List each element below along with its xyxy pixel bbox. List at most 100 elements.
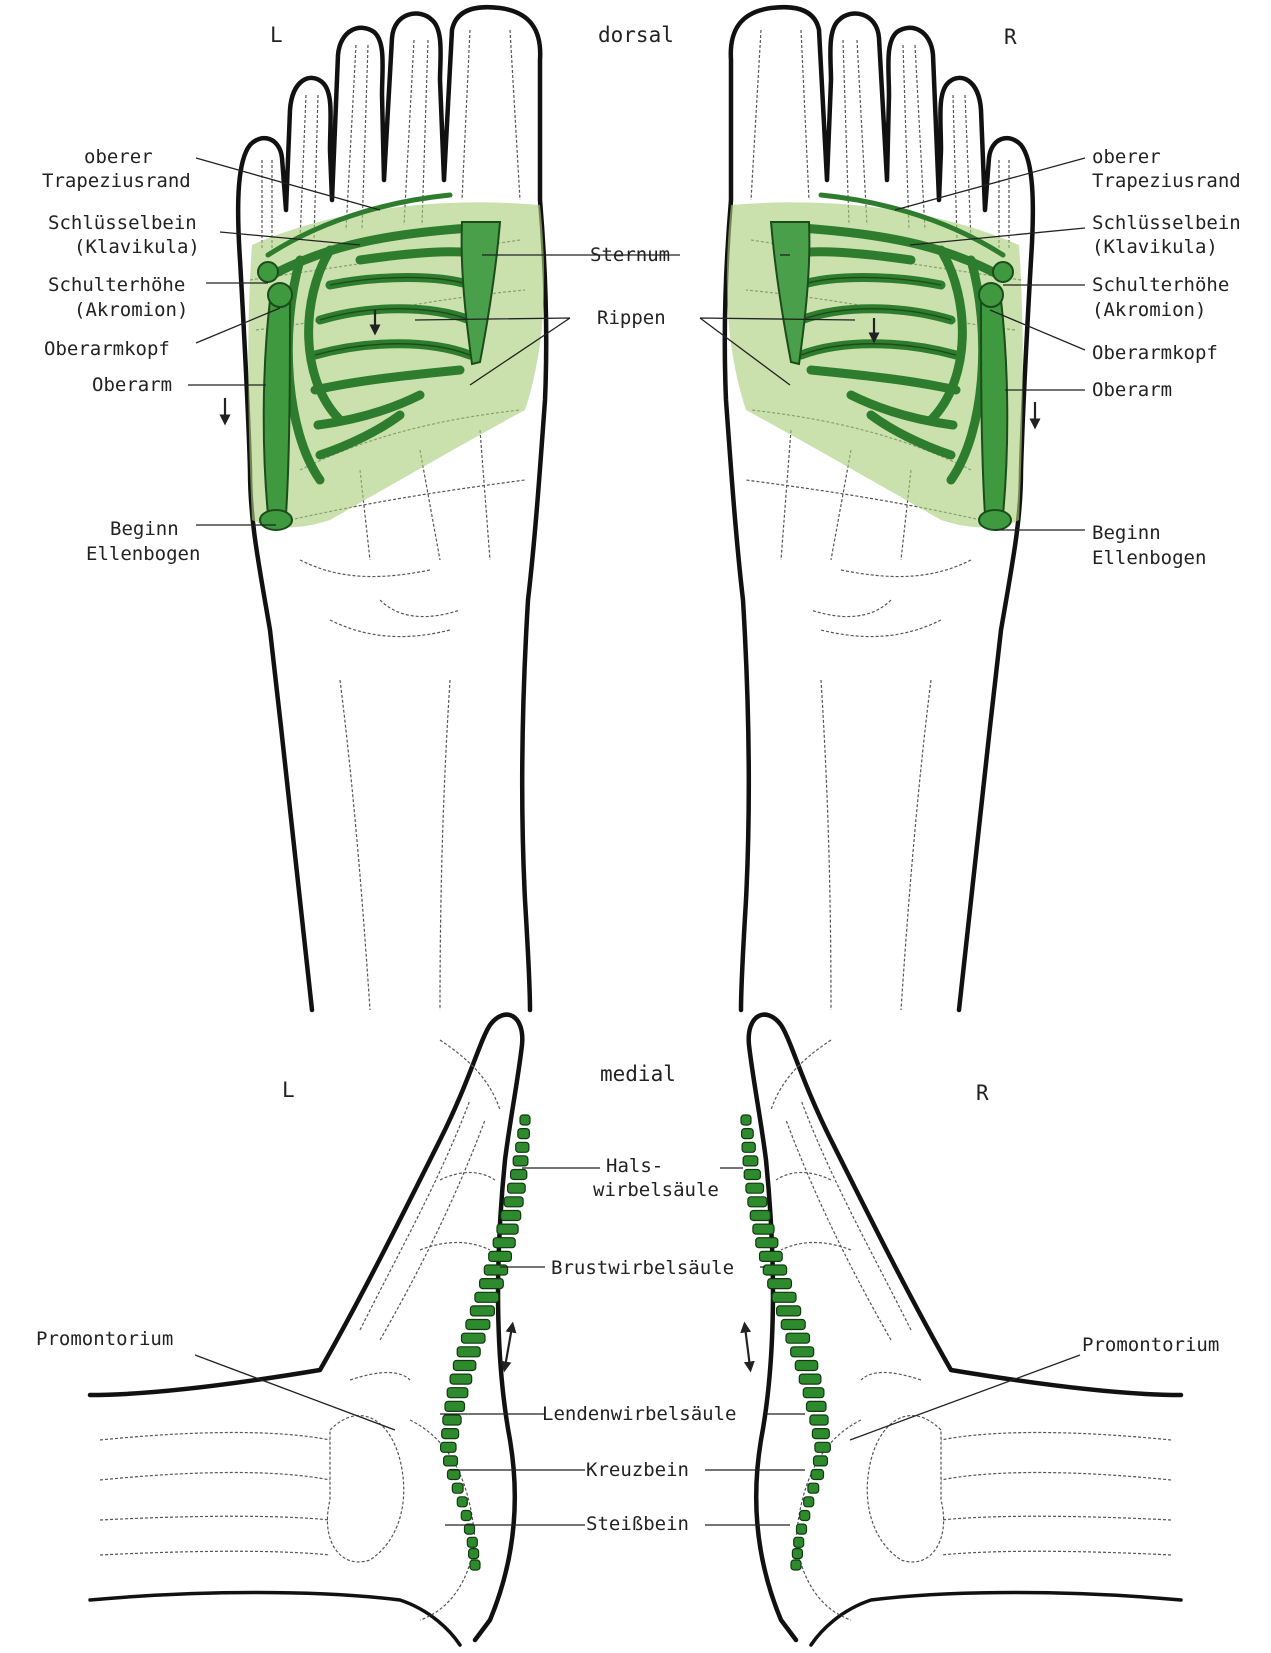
vertebra (457, 1497, 467, 1507)
vertebra (741, 1115, 751, 1125)
vertebra (520, 1115, 530, 1125)
label-klavikula-left: (Klavikula) (74, 236, 200, 258)
vertebra (815, 1442, 830, 1452)
vertebra (795, 1361, 817, 1371)
vertebra (447, 1388, 468, 1398)
label-oberarmkopf-right: Oberarmkopf (1092, 342, 1218, 364)
vertebra (797, 1524, 807, 1534)
vertebra (746, 1183, 764, 1193)
vertebra (812, 1429, 829, 1439)
label-lendenwirbelsaeule: Lendenwirbelsäule (542, 1403, 736, 1425)
dorsal-left-foot (238, 7, 546, 1010)
double-arrow-icon (745, 1327, 750, 1367)
vertebra (448, 1470, 460, 1480)
vertebra (518, 1129, 530, 1139)
vertebra (441, 1442, 456, 1452)
vertebra (504, 1197, 523, 1207)
label-oberer-left: oberer (84, 146, 153, 168)
vertebra (748, 1197, 767, 1207)
label-sternum: Sternum (590, 244, 670, 266)
label-rippen: Rippen (597, 307, 666, 329)
vertebra (804, 1497, 814, 1507)
vertebra (807, 1401, 827, 1411)
vertebra (803, 1388, 824, 1398)
side-label-left-dorsal: L (270, 23, 283, 47)
vertebra (489, 1251, 512, 1261)
label-akromion-right: (Akromion) (1092, 299, 1206, 321)
vertebra (791, 1560, 801, 1570)
vertebra (475, 1292, 499, 1302)
vertebra (763, 1265, 786, 1275)
vertebra (497, 1224, 518, 1234)
label-halswirbelsaeule: wirbelsäule (593, 1179, 719, 1201)
vertebra (493, 1238, 515, 1248)
vertebra (513, 1156, 528, 1166)
vertebra (753, 1224, 774, 1234)
vertebra (756, 1238, 778, 1248)
heading-medial: medial (600, 1062, 676, 1086)
label-oberer-right: oberer (1092, 146, 1161, 168)
vertebra (467, 1537, 477, 1547)
vertebra (777, 1306, 801, 1316)
vertebra (466, 1320, 490, 1330)
label-brustwirbelsaeule: Brustwirbelsäule (551, 1257, 734, 1279)
label-oberarmkopf-left: Oberarmkopf (44, 338, 170, 360)
label-promontorium-left: Promontorium (36, 1328, 173, 1350)
label-akromion-left: (Akromion) (74, 299, 188, 321)
vertebra (450, 1374, 472, 1384)
label-hals: Hals- (606, 1155, 663, 1177)
label-ellenbogen-left: Ellenbogen (86, 543, 200, 565)
vertebra (508, 1183, 526, 1193)
medial-right-foot (749, 1015, 1181, 1645)
label-schluesselbein-left: Schlüsselbein (48, 212, 197, 234)
side-label-right-medial: R (976, 1081, 989, 1105)
vertebra (814, 1456, 828, 1466)
vertebra (516, 1142, 529, 1152)
dorsal-right-foot (725, 7, 1033, 1010)
vertebra (742, 1129, 754, 1139)
vertebra (768, 1279, 792, 1289)
vertebra (811, 1470, 823, 1480)
vertebra (810, 1415, 828, 1425)
vertebra (800, 1511, 810, 1521)
vertebra (462, 1333, 486, 1343)
vertebra (799, 1374, 821, 1384)
heading-dorsal: dorsal (598, 23, 674, 47)
vertebra (794, 1537, 804, 1547)
label-oberarm-left: Oberarm (92, 374, 172, 396)
vertebra (760, 1251, 783, 1261)
vertebra (443, 1415, 461, 1425)
vertebra (786, 1333, 810, 1343)
label-schulterhoehe-right: Schulterhöhe (1092, 274, 1229, 296)
vertebra (772, 1292, 796, 1302)
vertebra (744, 1170, 760, 1180)
vertebra (469, 1549, 479, 1559)
label-kreuzbein: Kreuzbein (586, 1459, 689, 1481)
side-label-left-medial: L (282, 1078, 295, 1102)
vertebra (791, 1347, 814, 1357)
side-label-right-dorsal: R (1004, 25, 1017, 49)
label-beginn-left: Beginn (110, 518, 179, 540)
vertebra (457, 1347, 480, 1357)
vertebra (461, 1511, 471, 1521)
label-trapeziusrand-right: Trapeziusrand (1092, 170, 1241, 192)
label-beginn-right: Beginn (1092, 522, 1161, 544)
vertebra (792, 1549, 802, 1559)
vertebra (470, 1306, 494, 1316)
vertebra (743, 1156, 758, 1166)
label-trapeziusrand-left: Trapeziusrand (42, 170, 191, 192)
vertebra (453, 1361, 475, 1371)
vertebra (808, 1483, 819, 1493)
vertebra (470, 1560, 480, 1570)
label-oberarm-right: Oberarm (1092, 379, 1172, 401)
label-schulterhoehe-left: Schulterhöhe (48, 274, 185, 296)
vertebra (452, 1483, 463, 1493)
label-klavikula-right: (Klavikula) (1092, 236, 1218, 258)
vertebra (781, 1320, 805, 1330)
label-promontorium-right: Promontorium (1082, 1334, 1219, 1356)
vertebra (511, 1170, 527, 1180)
vertebra (742, 1142, 755, 1152)
vertebra (750, 1211, 770, 1221)
label-schluesselbein-right: Schlüsselbein (1092, 212, 1241, 234)
